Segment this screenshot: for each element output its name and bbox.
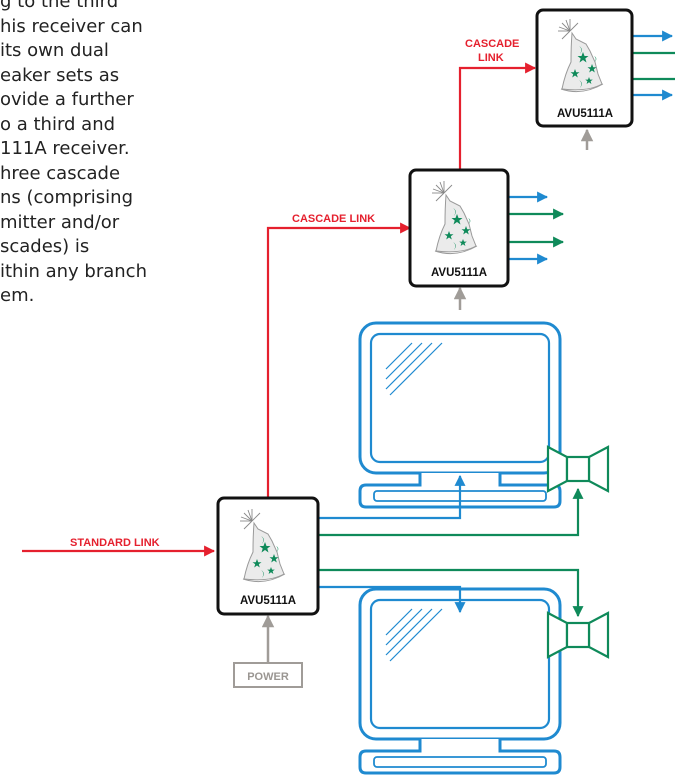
main-audio-out-lower [318, 568, 584, 618]
upper-speaker-pair [546, 445, 610, 493]
cascade-link-2-arrow [458, 62, 537, 170]
unit-top-label: AVU5111A [557, 108, 613, 120]
main-video-out-lower [318, 585, 466, 614]
main-video-out-upper [318, 474, 466, 520]
unit-main-label: AVU5111A [240, 595, 296, 607]
body-text-line: hree cascade [0, 162, 121, 184]
cascade-link-2-label-line1: CASCADE [465, 38, 519, 50]
main-audio-out-upper [318, 487, 584, 537]
lower-monitor [358, 587, 562, 775]
body-text-line: 111A receiver. [0, 138, 130, 159]
lower-speaker-pair [546, 611, 610, 659]
cascade-link-2-label-line2: LINK [478, 52, 504, 64]
body-text-line: his receiver can [0, 15, 143, 37]
body-text-line: its own dual [0, 40, 109, 61]
body-text-line: ovide a further [0, 89, 134, 110]
body-text-line: mitter and/or [0, 211, 120, 233]
body-text-line: scades) is [0, 236, 90, 257]
standard-link-label: STANDARD LINK [70, 537, 160, 549]
power-label: POWER [247, 671, 289, 683]
body-text-line: em. [0, 285, 35, 306]
body-text: g to the third his receiver can its own … [0, 0, 200, 309]
body-text-line: ithin any branch [0, 260, 147, 282]
body-text-line: eaker sets as [0, 64, 120, 86]
body-text-line: g to the third [0, 0, 119, 12]
power-box [233, 662, 303, 688]
cascade-link-1-arrow [266, 222, 412, 498]
cascade-link-1-label: CASCADE LINK [292, 213, 375, 225]
body-text-line: o a third and [0, 113, 116, 135]
unit-mid-label: AVU5111A [431, 267, 487, 279]
body-text-line: ns (comprising [0, 187, 134, 208]
